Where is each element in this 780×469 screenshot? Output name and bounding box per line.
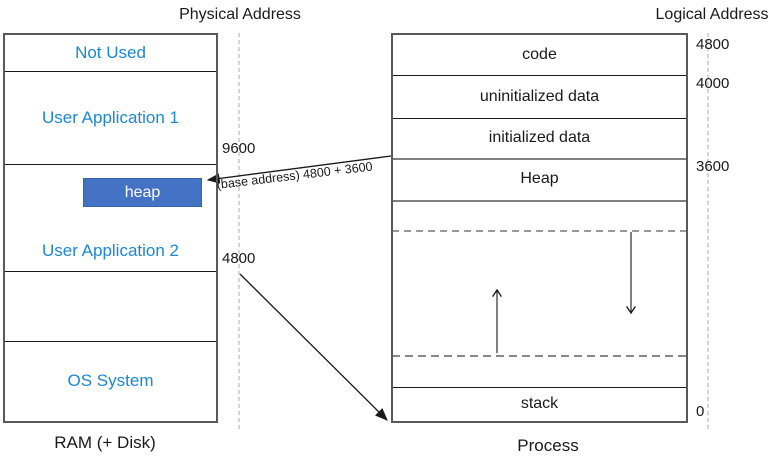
process-divider (393, 158, 686, 160)
ram-divider (5, 341, 216, 342)
process-segment-free-space (393, 200, 686, 387)
process-segment-uninitialized-data: uninitialized data (393, 75, 686, 118)
ram-divider (5, 71, 216, 72)
ram-caption: RAM (+ Disk) (54, 433, 156, 452)
ram-divider (5, 164, 216, 165)
process-divider (393, 387, 686, 388)
logical-address-3600: 3600 (696, 158, 730, 175)
ram-segment-user-app-1: User Application 1 (5, 71, 216, 164)
heap-mapping-arrow (206, 155, 392, 184)
process-segment-label: code (522, 46, 557, 63)
process-divider (393, 75, 686, 76)
logical-address-4000: 4000 (696, 75, 730, 92)
base-address-arrow (239, 273, 388, 421)
logical-address-0: 0 (696, 403, 705, 420)
physical-address-4800: 4800 (222, 250, 256, 267)
process-segment-heap: Heap (393, 158, 686, 200)
ram-segment-not-used: Not Used (5, 35, 216, 71)
process-divider (393, 118, 686, 119)
physical-heap-block: heap (83, 178, 202, 207)
process-box: code uninitialized data initialized data… (391, 33, 688, 423)
physical-address-title: Physical Address (179, 6, 301, 23)
process-segment-stack: stack (393, 387, 686, 421)
ram-box: Not Used User Application 1 User Applica… (3, 33, 218, 423)
physical-address-9600: 9600 (222, 140, 256, 157)
process-segment-label: initialized data (488, 129, 591, 146)
process-divider (393, 200, 686, 202)
process-caption: Process (517, 436, 579, 455)
logical-address-4800: 4800 (696, 36, 730, 53)
ram-segment-os-system: OS System (5, 341, 216, 421)
ram-segment-label: User Application 1 (41, 107, 180, 127)
ram-segment-user-app-2: User Application 2 (5, 164, 216, 271)
heap-block-label: heap (124, 183, 161, 201)
logical-address-title: Logical Address (655, 6, 769, 23)
ram-segment-label: Not Used (75, 43, 146, 62)
process-segment-initialized-data: initialized data (393, 118, 686, 158)
process-segment-label: stack (520, 395, 559, 412)
ram-segment-label: User Application 2 (41, 241, 180, 260)
process-segment-label: Heap (520, 170, 559, 187)
process-segment-code: code (393, 35, 686, 75)
ram-divider (5, 271, 216, 272)
ram-segment-label: OS System (67, 371, 154, 390)
ram-segment-empty (5, 271, 216, 341)
process-segment-label: uninitialized data (479, 87, 600, 105)
